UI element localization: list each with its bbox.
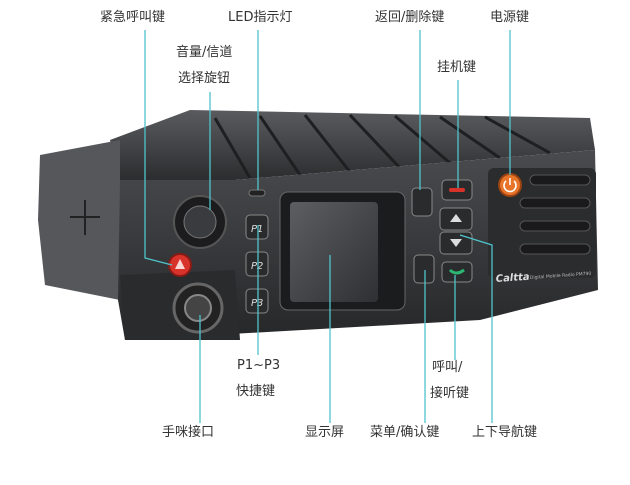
label-call-line2: 接听键 bbox=[430, 386, 470, 401]
heatsink bbox=[110, 110, 595, 180]
label-display: 显示屏 bbox=[305, 425, 345, 440]
side-panel bbox=[38, 140, 120, 300]
display-screen bbox=[290, 202, 378, 302]
label-emergency: 紧急呼叫键 bbox=[100, 10, 166, 25]
label-shortcut-line1: P1~P3 bbox=[237, 358, 281, 373]
menu-confirm-button[interactable] bbox=[413, 254, 435, 284]
brand-logo: Caltta bbox=[495, 272, 530, 285]
label-shortcut-line2: 快捷键 bbox=[236, 384, 276, 399]
key-p1-label: P1 bbox=[251, 224, 263, 235]
key-p3[interactable] bbox=[245, 288, 269, 314]
mount-screw-icon bbox=[70, 200, 100, 235]
key-p3-label: P3 bbox=[251, 298, 263, 309]
label-nav: 上下导航键 bbox=[472, 425, 538, 440]
label-knob-line1: 音量/信道 bbox=[176, 45, 233, 60]
key-p2-label: P2 bbox=[251, 261, 263, 272]
label-knob-line2: 选择旋钮 bbox=[178, 71, 231, 86]
label-hangup: 挂机键 bbox=[437, 60, 477, 75]
label-mic-port: 手咪接口 bbox=[162, 425, 215, 440]
model-text: Digital Mobile Radio PM790 bbox=[530, 271, 592, 281]
label-menu-confirm: 菜单/确认键 bbox=[370, 425, 440, 440]
label-power: 电源键 bbox=[490, 10, 530, 25]
led-indicator bbox=[248, 189, 266, 197]
label-led: LED指示灯 bbox=[228, 10, 293, 25]
key-p2[interactable] bbox=[245, 251, 269, 277]
power-icon bbox=[503, 178, 517, 193]
label-call-line1: 呼叫/ bbox=[432, 360, 463, 375]
label-back-delete: 返回/删除键 bbox=[375, 10, 445, 25]
callout-lines bbox=[144, 30, 511, 423]
up-arrow-icon bbox=[450, 214, 462, 222]
back-delete-button[interactable] bbox=[411, 187, 433, 217]
down-arrow-icon bbox=[450, 239, 462, 247]
key-p1[interactable] bbox=[245, 214, 269, 240]
